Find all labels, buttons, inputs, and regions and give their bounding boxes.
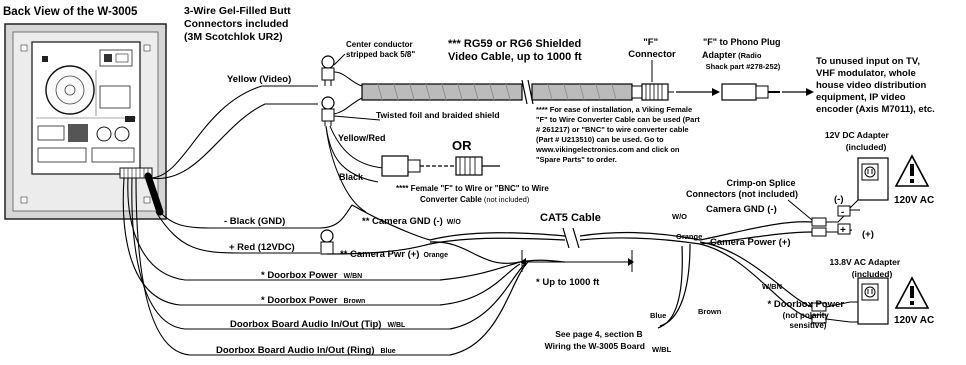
svg-text:+: +: [840, 225, 846, 236]
f-connector-label: "F" Connector: [628, 37, 676, 60]
phono-plug-adapter: [721, 83, 780, 101]
splice-pointer: [787, 199, 813, 221]
cat5-color-wbl: W/BL: [652, 345, 672, 354]
conductor-leads: [325, 71, 384, 213]
ac-adapter-label: 13.8V AC Adapter (included): [829, 257, 902, 279]
center-conductor-label: Center conductor stripped back 5/8": [346, 40, 415, 59]
cat5-cable: [326, 204, 813, 356]
f-connector: [631, 83, 674, 101]
destination-label: To unused input on TV, VHF modulator, wh…: [816, 56, 935, 115]
cat5-color-brown: Brown: [698, 307, 722, 316]
wire-label-audio-tip: Doorbox Board Audio In/Out (Tip)W/BL: [230, 319, 406, 330]
camera-cable-bundle: [144, 172, 164, 216]
wire-label-audio-ring: Doorbox Board Audio In/Out (Ring)Blue: [216, 345, 396, 356]
cat5-label: CAT5 Cable: [540, 212, 601, 224]
dc-polarity-boxes: - +: [837, 205, 851, 236]
f-to-phono-arrow: [676, 88, 720, 96]
rg59-coax-cable: [361, 79, 633, 105]
center-conductor-pointer: [333, 53, 346, 66]
camera-power-right-label: Camera Power (+): [710, 237, 791, 248]
wire-label-yellow-video: Yellow (Video): [227, 74, 291, 85]
wire-label-camera-pwr: ** Camera Pwr (+)Orange: [340, 249, 448, 260]
cat5-color-blue: Blue: [650, 311, 666, 320]
phono-adapter-label: "F" to Phono Plug Adapter (Radio Shack p…: [702, 37, 783, 71]
cat5-length-arrow: [520, 250, 634, 272]
see-page-note: See page 4, section B Wiring the W-3005 …: [545, 329, 645, 351]
dc-plus-label: (+): [862, 229, 874, 240]
cat5-color-orange: Orange: [676, 232, 702, 241]
destination-arrow: [782, 88, 814, 96]
wire-label-red-12vdc: + Red (12VDC): [229, 242, 295, 253]
butt-connector-power: [320, 229, 334, 255]
cat5-length-label: * Up to 1000 ft: [536, 277, 600, 288]
ac-adapter: [857, 277, 889, 325]
diagram-title: Back View of the W-3005: [3, 6, 138, 18]
wire-label-black: Black: [339, 172, 364, 182]
w3005-circuit-board: [31, 41, 141, 175]
warning-icon-ac: [894, 276, 930, 309]
wire-label-yellow-red: Yellow/Red: [338, 133, 386, 143]
svg-text:-: -: [841, 207, 844, 218]
dc-adapter: [847, 157, 889, 211]
warning-icon-dc: [894, 154, 930, 187]
dc-120v-label: 120V AC: [894, 195, 934, 206]
wire-label-camera-gnd: ** Camera GND (-)W/O: [362, 216, 461, 227]
bnc-converter-cable: [455, 156, 500, 176]
cat5-color-wo: W/O: [672, 212, 687, 221]
f-converter-cable: [381, 155, 455, 177]
converter-note: **** Female "F" to Wire or "BNC" to Wire…: [396, 184, 551, 204]
connectors-label: 3-Wire Gel-Filled Butt Connectors includ…: [184, 5, 294, 43]
butt-connector-ground: [321, 96, 335, 126]
shield-note-label: Twisted foil and braided shield: [376, 110, 500, 120]
dc-adapter-label: 12V DC Adapter (included): [825, 130, 891, 152]
butt-connector-video: [321, 55, 335, 86]
board-wires: [122, 85, 450, 356]
cat5-color-wbn: W/BN: [762, 282, 782, 291]
coax-cable-label: *** RG59 or RG6 Shielded Video Cable, up…: [448, 38, 584, 63]
wire-label-black-gnd: - Black (GND): [224, 216, 285, 227]
dc-minus-label: (-): [834, 194, 844, 205]
ac-120v-label: 120V AC: [894, 315, 934, 326]
install-note: **** For ease of installation, a Viking …: [535, 105, 702, 164]
doorbox-power-right-label: * Doorbox Power (not polarity sensitive): [768, 294, 849, 330]
splice-label: Crimp-on Splice Connectors (not included…: [686, 178, 798, 199]
or-label: OR: [452, 138, 472, 153]
ac-adapter-leads: [825, 301, 858, 323]
camera-gnd-right-label: Camera GND (-): [706, 204, 777, 215]
